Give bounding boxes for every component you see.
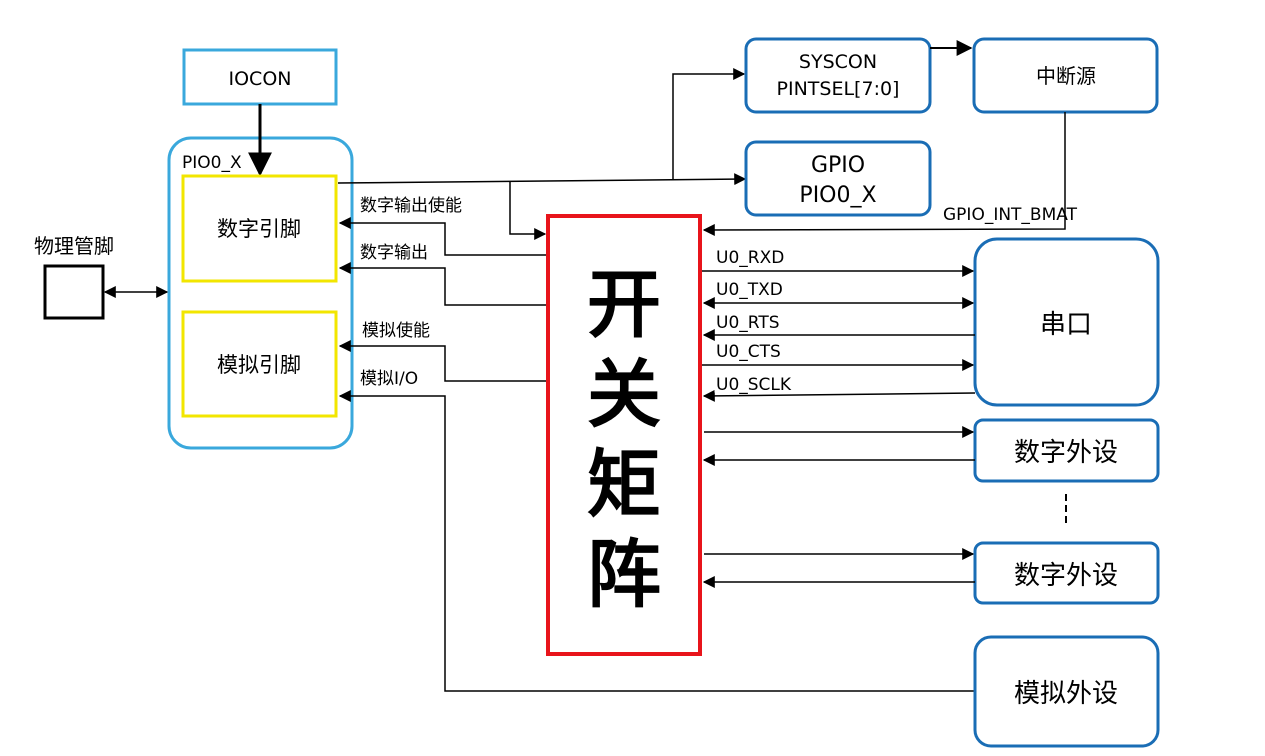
- digital-in-to-syscon-line: [672, 68, 746, 180]
- uart-label: 串口: [1040, 310, 1092, 340]
- gpio-box: [744, 140, 932, 217]
- iocon-box: [182, 48, 338, 106]
- analog-io-line: [338, 390, 975, 692]
- digital-peripheral-label-2: 数字外设: [1014, 561, 1118, 591]
- gpio-label-line2: PIO0_X: [799, 183, 876, 208]
- switch-matrix-box: [546, 214, 702, 656]
- switch-matrix-char-3: 矩: [587, 442, 661, 528]
- analog-io-label: 模拟I/O: [360, 369, 418, 389]
- u0-rxd-label: U0_RXD: [716, 248, 784, 268]
- interrupt-source-label: 中断源: [1036, 64, 1096, 88]
- digital-in-to-gpio-line: [337, 173, 747, 186]
- switch-matrix-char-2: 关: [587, 352, 661, 438]
- syscon-label-line1: SYSCON: [799, 51, 877, 73]
- pio0-x-group-label: PIO0_X: [182, 153, 242, 173]
- syscon-box: [744, 37, 932, 114]
- digital-out-enable-line: [338, 217, 546, 256]
- digital-out-line: [338, 262, 546, 306]
- analog-pin-label: 模拟引脚: [217, 353, 301, 377]
- digital-out-label: 数字输出: [360, 243, 428, 263]
- u0-sclk-label: U0_SCLK: [716, 375, 792, 395]
- switch-matrix-char-4: 阵: [587, 532, 661, 618]
- physical-pin-box: [43, 264, 105, 320]
- analog-enable-line: [338, 340, 546, 382]
- u0-sclk-line: [702, 389, 976, 402]
- digital-pin-box: [181, 174, 338, 283]
- gpio-int-bmat-line: [702, 112, 1066, 236]
- uart-box: [973, 237, 1160, 407]
- syscon-label-line2: PINTSEL[7:0]: [777, 78, 900, 100]
- gpio-int-bmat-label: GPIO_INT_BMAT: [943, 205, 1078, 225]
- digital-peripheral-box-2: [973, 541, 1160, 605]
- iocon-label: IOCON: [229, 68, 292, 90]
- digital-out-enable-label: 数字输出使能: [360, 195, 462, 216]
- digital-peripheral-box-1: [973, 418, 1160, 483]
- digital-in-to-matrix-line: [509, 182, 547, 240]
- analog-peripheral-box: [973, 635, 1160, 748]
- digital-peripheral-label-1: 数字外设: [1014, 438, 1118, 468]
- gpio-label-line1: GPIO: [811, 153, 865, 178]
- physical-pin-label: 物理管脚: [34, 234, 114, 258]
- analog-pin-box: [181, 310, 338, 418]
- u0-rts-label: U0_RTS: [716, 313, 780, 333]
- digital-pin-label: 数字引脚: [217, 217, 301, 241]
- analog-enable-label: 模拟使能: [362, 320, 430, 341]
- u0-cts-label: U0_CTS: [716, 342, 781, 362]
- u0-txd-label: U0_TXD: [716, 280, 783, 300]
- switch-matrix-char-1: 开: [587, 262, 661, 348]
- analog-peripheral-label: 模拟外设: [1014, 679, 1118, 709]
